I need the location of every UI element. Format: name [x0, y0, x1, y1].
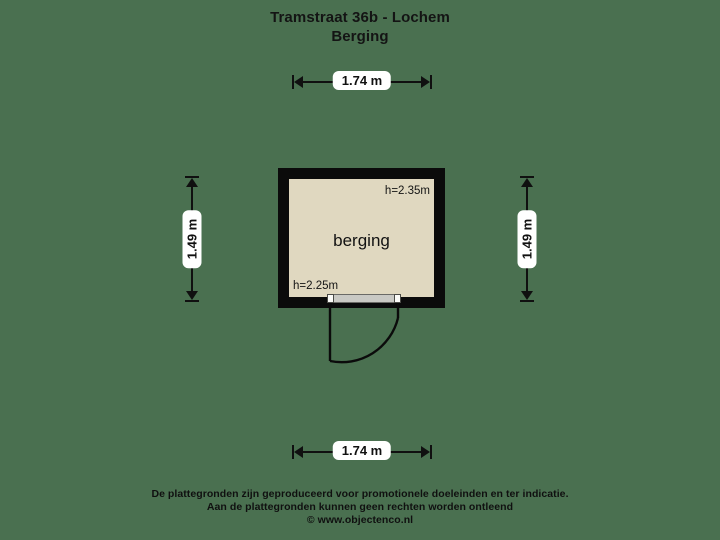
arrow-right-icon — [421, 446, 430, 458]
disclaimer-line-1: De plattegronden zijn geproduceerd voor … — [151, 488, 569, 500]
arrow-left-icon — [294, 446, 303, 458]
dimension-tick-top-icon — [520, 176, 534, 178]
dimension-tick-right-icon — [430, 445, 432, 459]
dimension-top-horizontal: 1.74 m — [292, 71, 432, 91]
arrow-right-icon — [421, 76, 430, 88]
dimension-right-label: 1.49 m — [517, 209, 537, 269]
dimension-bottom-horizontal: 1.74 m — [292, 441, 432, 461]
arrow-up-icon — [186, 178, 198, 187]
title-floor-name: Berging — [331, 28, 389, 45]
room-berging: h=2.35m berging h=2.25m — [289, 179, 434, 297]
dimension-bottom-label: 1.74 m — [332, 441, 392, 460]
door-threshold — [327, 294, 401, 303]
arrow-down-icon — [186, 291, 198, 300]
arrow-up-icon — [521, 178, 533, 187]
door-jamb-left-icon — [327, 294, 334, 303]
dimension-right-vertical: 1.49 m — [517, 176, 537, 302]
page-title: Tramstraat 36b - Lochem Berging — [0, 8, 720, 46]
title-address: Tramstraat 36b - Lochem — [270, 9, 450, 26]
arrow-left-icon — [294, 76, 303, 88]
ceiling-height-label-bottom: h=2.25m — [293, 280, 339, 292]
disclaimer-line-2: Aan de plattegronden kunnen geen rechten… — [206, 501, 514, 513]
copyright-line: © www.objectenco.nl — [306, 514, 414, 526]
room-walls: h=2.35m berging h=2.25m — [278, 168, 445, 308]
dimension-tick-top-icon — [185, 176, 199, 178]
dimension-left-label: 1.49 m — [182, 209, 202, 269]
dimension-left-vertical: 1.49 m — [182, 176, 202, 302]
dimension-tick-left-icon — [292, 445, 294, 459]
door-jamb-right-icon — [394, 294, 401, 303]
dimension-tick-bottom-icon — [520, 300, 534, 302]
dimension-tick-right-icon — [430, 75, 432, 89]
dimension-tick-bottom-icon — [185, 300, 199, 302]
room-label: berging — [333, 231, 390, 250]
floorplan-drawing: h=2.35m berging h=2.25m — [278, 168, 445, 364]
dimension-tick-left-icon — [292, 75, 294, 89]
footer-disclaimer: De plattegronden zijn geproduceerd voor … — [0, 488, 720, 527]
dimension-top-label: 1.74 m — [332, 71, 392, 90]
ceiling-height-label-top: h=2.35m — [384, 185, 430, 197]
arrow-down-icon — [521, 291, 533, 300]
